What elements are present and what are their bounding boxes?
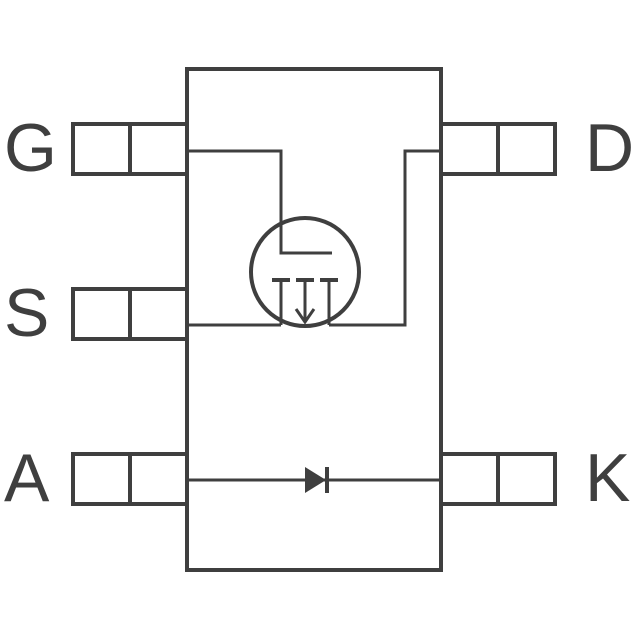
pad-anode	[71, 452, 189, 506]
pin-label-gate: G	[4, 110, 57, 186]
body-arrow-icon	[294, 308, 316, 325]
pin-label-drain: D	[585, 110, 635, 186]
pin-label-anode: A	[4, 440, 50, 516]
mosfet-symbol	[189, 149, 439, 328]
pad-cathode	[439, 452, 557, 506]
gate-wire	[189, 149, 332, 255]
pin-label-cathode: K	[585, 440, 631, 516]
pad-drain	[439, 122, 557, 176]
diode-triangle-icon	[305, 467, 326, 493]
channel-segments	[272, 278, 338, 325]
mosfet-envelope	[249, 216, 361, 328]
pin-label-source: S	[4, 275, 50, 351]
drain-wire	[329, 149, 439, 327]
package-body	[185, 67, 443, 572]
pad-source	[71, 287, 189, 341]
pad-gate	[71, 122, 189, 176]
diode-symbol	[189, 467, 439, 493]
